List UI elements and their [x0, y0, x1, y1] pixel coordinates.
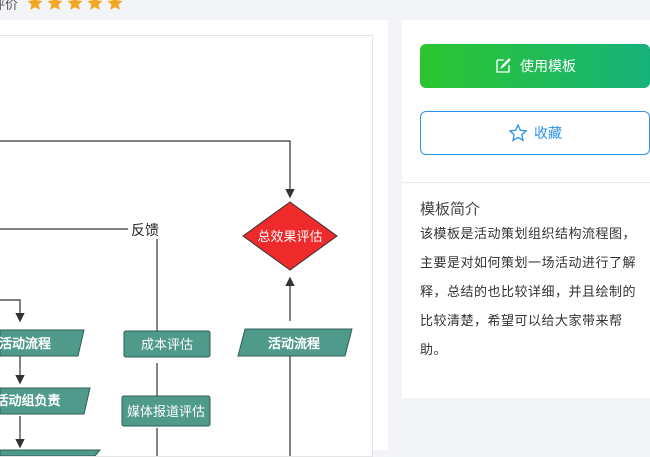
star-rating [26, 0, 124, 12]
diagram-frame: 总效果评估 反馈 活动流程 活动组负责 成本评估 媒体报道评估 活动流程 [0, 35, 373, 457]
node-cost-eval: 成本评估 [141, 338, 193, 353]
flowchart-diagram: 总效果评估 反馈 活动流程 活动组负责 成本评估 媒体报道评估 活动流程 [0, 140, 353, 456]
node-activity-group: 活动组负责 [0, 393, 61, 409]
use-template-label: 使用模板 [520, 59, 576, 75]
star-icon [27, 0, 43, 10]
rating-row: 评价 [0, 0, 124, 14]
process-shape [237, 328, 353, 357]
node-activity-flow-right: 活动流程 [268, 336, 320, 352]
star-icon [67, 0, 83, 10]
process-shape [0, 329, 85, 357]
intro-title: 模板简介 [420, 200, 481, 218]
template-preview: 总效果评估 反馈 活动流程 活动组负责 成本评估 媒体报道评估 活动流程 [0, 20, 388, 457]
node-total-eval: 总效果评估 [257, 230, 322, 245]
process-shape [0, 387, 91, 415]
node-media-eval: 媒体报道评估 [127, 405, 205, 420]
node-activity-flow-left: 活动流程 [0, 336, 51, 352]
process-box [123, 330, 211, 358]
star-icon [107, 0, 123, 10]
star-icon [47, 0, 63, 10]
edit-icon [496, 58, 511, 73]
process-shape [0, 449, 102, 456]
template-side-panel: 使用模板 收藏 模板简介 该模板是活动策划组织结构流程图，主要是对如何策划一场活… [402, 20, 650, 398]
star-icon [87, 0, 103, 10]
favorite-label: 收藏 [534, 126, 562, 142]
decision-diamond [242, 201, 338, 271]
star-outline-icon [508, 123, 528, 142]
node-feedback: 反馈 [131, 223, 159, 239]
process-box [121, 395, 211, 427]
divider [402, 182, 650, 183]
intro-text: 该模板是活动策划组织结构流程图，主要是对如何策划一场活动进行了解释，总结的也比较… [420, 227, 637, 358]
rating-label: 评价 [0, 0, 19, 13]
connector-lines [0, 140, 295, 456]
favorite-button[interactable]: 收藏 [420, 111, 650, 155]
use-template-button[interactable]: 使用模板 [420, 44, 650, 88]
